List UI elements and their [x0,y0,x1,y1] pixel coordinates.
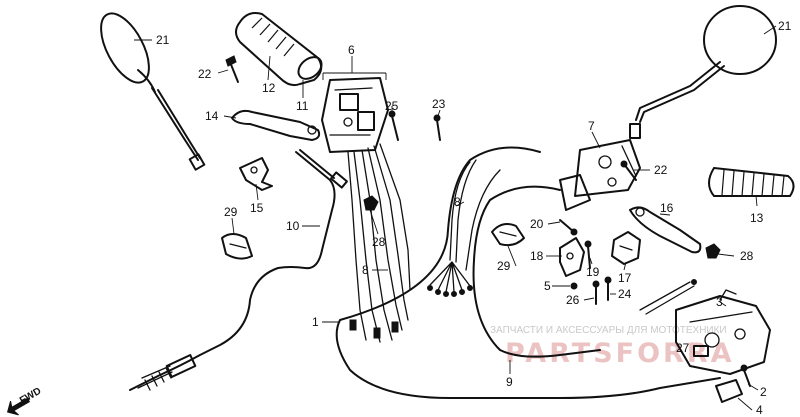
label-29-left: 29 [224,205,238,219]
label-21-left: 21 [156,33,170,47]
label-22-left: 22 [198,67,212,81]
nut-right [705,243,721,259]
brake-master-cylinder [559,139,641,211]
label-22-right: 22 [654,163,668,177]
screw-24 [604,276,612,301]
label-14: 14 [205,109,219,123]
label-24: 24 [618,287,632,301]
label-15: 15 [250,201,264,215]
brake-lever [629,206,702,254]
forward-arrow-marker: FWD [6,386,43,416]
lever-bracket [239,157,273,191]
label-3: 3 [716,295,723,309]
label-8-right: 8 [454,195,461,209]
throttle-cables [335,146,721,399]
right-mirror [629,5,777,139]
label-1: 1 [312,315,319,329]
label-26: 26 [566,293,580,307]
label-29-right: 29 [497,259,511,273]
rubber-boot-4 [715,379,743,403]
bolt-23 [433,114,441,141]
right-grip [708,166,795,197]
cable-clamp-left [221,233,253,260]
nut-left [363,195,379,211]
label-9: 9 [506,375,513,389]
label-7: 7 [588,119,595,133]
label-23: 23 [432,97,446,111]
bolt-left-22 [225,55,239,83]
label-8-left: 8 [362,263,369,277]
switch-wire-harness-left [347,143,411,343]
left-mirror [100,12,206,171]
right-switch-housing [675,289,771,375]
label-27: 27 [676,341,690,355]
label-19: 19 [586,265,600,279]
label-21-right: 21 [778,19,792,33]
label-2: 2 [760,385,767,399]
label-20: 20 [530,217,544,231]
label-12: 12 [262,81,276,95]
watermark-logo: PARTSFORRA [505,338,735,369]
screw-5 [570,282,578,290]
bolt-right-22 [620,160,637,181]
label-28-left: 28 [372,235,386,249]
switch-wire-harness-right [427,159,501,297]
screw-26 [592,280,600,305]
clutch-lever [231,109,321,141]
bolt-25 [388,110,399,141]
switch-bracket [559,237,585,277]
label-25: 25 [385,99,399,113]
label-6: 6 [348,43,355,57]
left-grip [235,12,323,87]
label-4: 4 [756,403,763,417]
leader-lines [134,25,777,411]
screw-20 [559,219,578,236]
watermark-caption: ЗАПЧАСТИ И АКСЕССУАРЫ ДЛЯ МОТОТЕХНИКИ [490,325,727,336]
label-13: 13 [750,211,764,225]
left-switch-housing [321,72,389,153]
fwd-label: FWD [18,386,43,407]
label-28-right: 28 [740,249,754,263]
label-18: 18 [530,249,544,263]
screw-2 [740,364,751,387]
label-5: 5 [544,279,551,293]
clutch-cable [129,149,348,391]
screw-19 [584,240,592,269]
label-17: 17 [618,271,632,285]
label-10: 10 [286,219,300,233]
cable-clamp-right [491,223,525,247]
stop-switch [611,231,641,265]
label-11: 11 [296,99,309,113]
label-16: 16 [660,201,674,215]
